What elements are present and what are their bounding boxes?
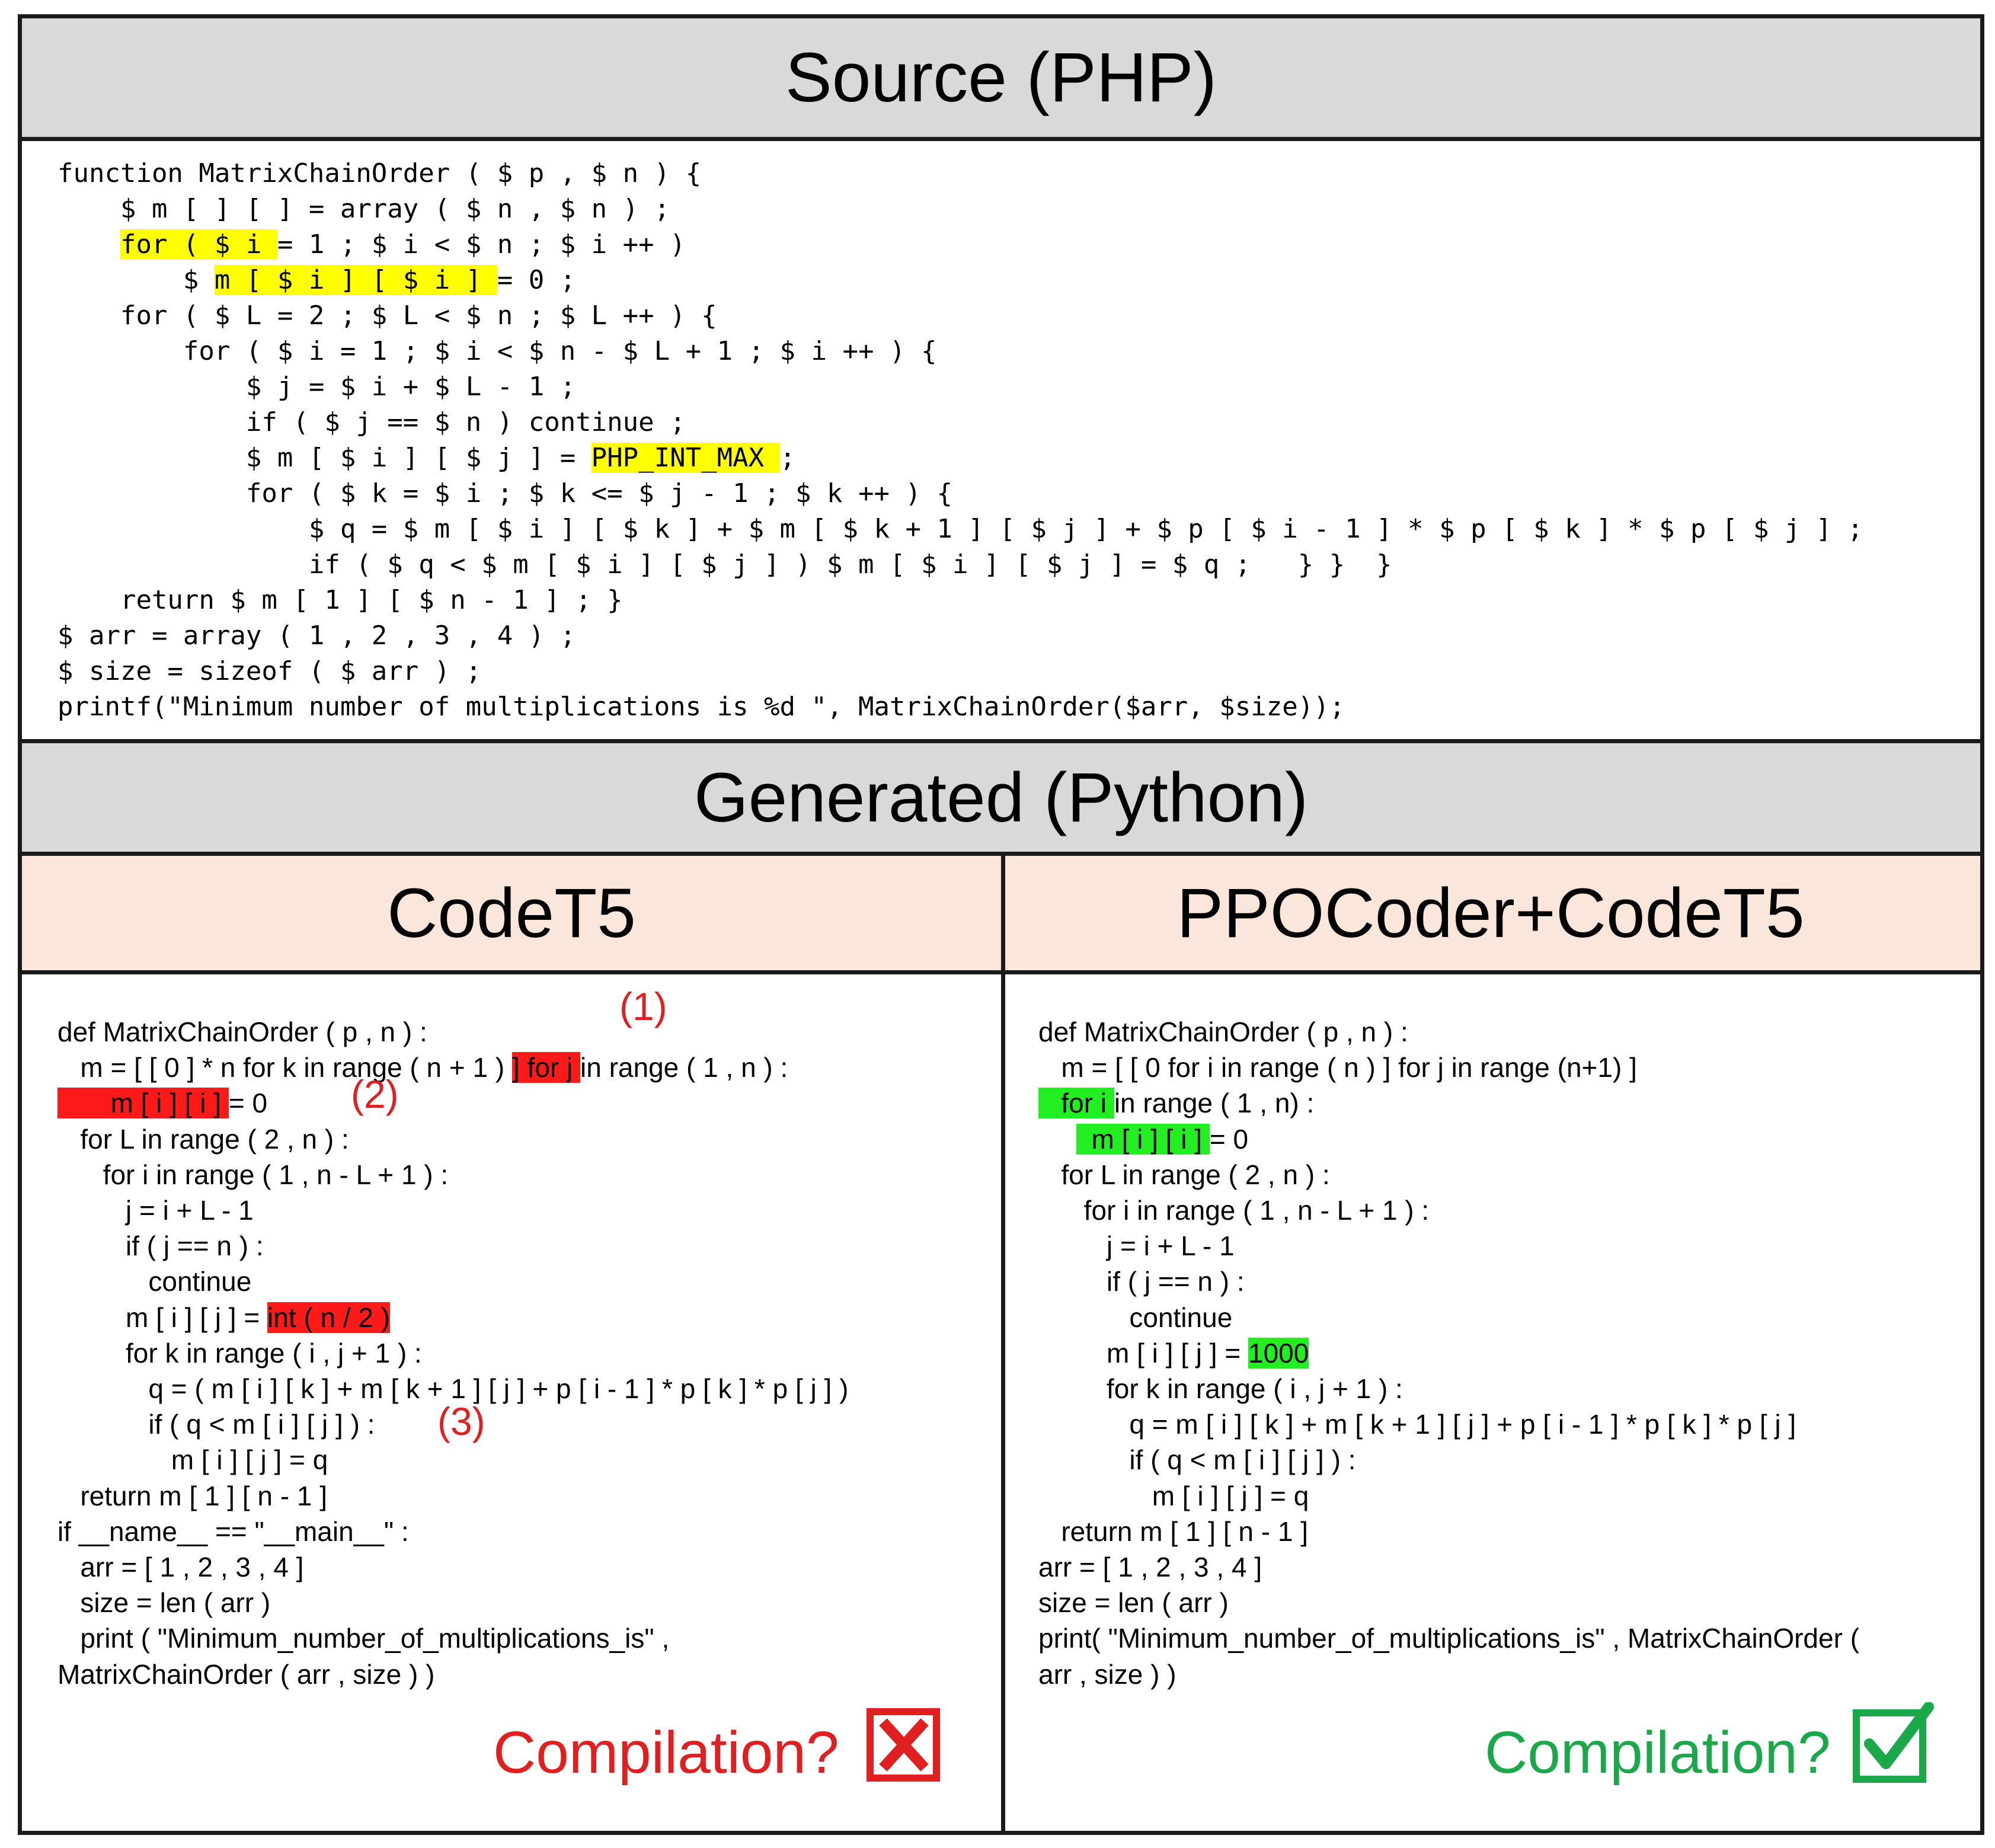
figure-frame: Source (PHP) function MatrixChainOrder (…	[18, 14, 1984, 1835]
php-line-3-rest: = 1 ; $ i < $ n ; $ i ++ )	[277, 229, 686, 260]
php-line-5: for ( $ L = 2 ; $ L < $ n ; $ L ++ ) {	[57, 300, 717, 331]
php-line-8: if ( $ j == $ n ) continue ;	[57, 407, 686, 437]
codet5-line-4: for L in range ( 2 , n ) :	[57, 1123, 349, 1155]
ppocoder-line-13: if ( q < m [ i ] [ j ] ) :	[1038, 1444, 1356, 1476]
ppocoder-line-6: for i in range ( 1 , n - L + 1 ) :	[1038, 1195, 1430, 1226]
php-highlight-int-max: PHP_INT_MAX	[591, 443, 780, 473]
codet5-line-19: MatrixChainOrder ( arr , size ) )	[57, 1658, 435, 1690]
ppocoder-line-16: arr = [ 1 , 2 , 3 , 4 ]	[1038, 1552, 1262, 1583]
ppocoder-line-3-rest: in range ( 1 , n) :	[1114, 1088, 1315, 1119]
codet5-line-18: print ( "Minimum_number_of_multiplicatio…	[57, 1623, 670, 1654]
php-line-9-rest: ;	[779, 443, 796, 473]
php-line-6: for ( $ i = 1 ; $ i < $ n - $ L + 1 ; $ …	[57, 336, 937, 366]
ppocoder-fix-highlight-1: for i	[1038, 1088, 1114, 1119]
ppocoder-line-9: continue	[1038, 1302, 1233, 1333]
ppocoder-code: def MatrixChainOrder ( p , n ) : m = [ […	[1038, 1014, 1859, 1692]
ppocoder-header: PPOCoder+CodeT5	[1001, 856, 1980, 974]
php-line-4-pre: $	[57, 265, 215, 295]
php-line-14: $ arr = array ( 1 , 2 , 3 , 4 ) ;	[57, 621, 576, 651]
codet5-line-2-rest: in range ( 1 , n ) :	[580, 1052, 788, 1083]
php-line-13: return $ m [ 1 ] [ $ n - 1 ] ; }	[57, 585, 623, 615]
ppocoder-line-10-pre: m [ i ] [ j ] =	[1038, 1337, 1249, 1369]
column-divider	[1001, 856, 1005, 1835]
php-line-1: function MatrixChainOrder ( $ p , $ n ) …	[57, 158, 702, 188]
ppocoder-fix-highlight-3: 1000	[1248, 1337, 1309, 1369]
codet5-compilation-label: Compilation?	[493, 1719, 839, 1786]
ppocoder-line-1: def MatrixChainOrder ( p , n ) :	[1038, 1016, 1408, 1047]
codet5-line-11: q = ( m [ i ] [ k ] + m [ k + 1 ] [ j ] …	[57, 1373, 849, 1405]
php-line-4-rest: = 0 ;	[497, 265, 576, 295]
php-highlight-for-loop: for ( $ i	[120, 229, 277, 260]
ppocoder-line-5: for L in range ( 2 , n ) :	[1038, 1159, 1330, 1190]
x-box-icon	[867, 1708, 940, 1782]
codet5-line-10: for k in range ( i , j + 1 ) :	[57, 1337, 422, 1369]
ppocoder-line-11: for k in range ( i , j + 1 ) :	[1038, 1373, 1403, 1405]
ppocoder-line-2: m = [ [ 0 for i in range ( n ) ] for j i…	[1038, 1052, 1637, 1083]
php-line-7: $ j = $ i + $ L - 1 ;	[57, 372, 576, 402]
codet5-line-16: arr = [ 1 , 2 , 3 , 4 ]	[57, 1552, 304, 1583]
ppocoder-line-15: return m [ 1 ] [ n - 1 ]	[1038, 1516, 1309, 1547]
codet5-error-highlight-3: int ( n / 2 )	[267, 1302, 391, 1333]
source-header: Source (PHP)	[22, 18, 1980, 141]
codet5-line-9-pre: m [ i ] [ j ] =	[57, 1302, 268, 1333]
codet5-line-7: if ( j == n ) :	[57, 1230, 264, 1262]
php-line-12: if ( $ q < $ m [ $ i ] [ $ j ] ) $ m [ $…	[57, 549, 1392, 580]
php-line-10: for ( $ k = $ i ; $ k <= $ j - 1 ; $ k +…	[57, 478, 952, 509]
php-line-11: $ q = $ m [ $ i ] [ $ k ] + $ m [ $ k + …	[57, 514, 1863, 544]
ppocoder-line-7: j = i + L - 1	[1038, 1230, 1235, 1262]
codet5-line-8: continue	[57, 1266, 252, 1297]
php-highlight-assignment: m [ $ i ] [ $ i ]	[214, 265, 497, 295]
codet5-error-highlight-2: m [ i ] [ i ]	[57, 1088, 229, 1119]
codet5-line-17: size = len ( arr )	[57, 1587, 271, 1619]
ppocoder-line-14: m [ i ] [ j ] = q	[1038, 1480, 1309, 1511]
codet5-line-14: return m [ 1 ] [ n - 1 ]	[57, 1480, 328, 1511]
error-marker-1: (1)	[619, 984, 667, 1028]
error-marker-3: (3)	[437, 1399, 485, 1443]
checkmark-box-icon	[1853, 1702, 1934, 1783]
codet5-header: CodeT5	[22, 856, 1001, 974]
codet5-line-15: if __name__ == "__main__" :	[57, 1516, 409, 1547]
generated-header: Generated (Python)	[22, 739, 1980, 856]
ppocoder-fix-highlight-2: m [ i ] [ i ]	[1076, 1123, 1210, 1155]
ppocoder-line-19: arr , size ) )	[1038, 1658, 1176, 1690]
codet5-error-highlight-1: ] for j	[512, 1052, 581, 1083]
codet5-line-6: j = i + L - 1	[57, 1195, 254, 1226]
codet5-line-13: m [ i ] [ j ] = q	[57, 1444, 328, 1476]
php-line-9-pre: $ m [ $ i ] [ $ j ] =	[57, 443, 592, 473]
ppocoder-line-12: q = m [ i ] [ k ] + m [ k + 1 ] [ j ] + …	[1038, 1409, 1796, 1440]
php-line-16: printf("Minimum number of multiplication…	[57, 692, 1345, 722]
codet5-line-1: def MatrixChainOrder ( p , n ) :	[57, 1016, 427, 1047]
ppocoder-compilation-label: Compilation?	[1485, 1719, 1831, 1786]
ppocoder-line-8: if ( j == n ) :	[1038, 1266, 1245, 1297]
php-line-2: $ m [ ] [ ] = array ( $ n , $ n ) ;	[57, 194, 670, 224]
codet5-line-5: for i in range ( 1 , n - L + 1 ) :	[57, 1159, 449, 1190]
ppocoder-line-17: size = len ( arr )	[1038, 1587, 1229, 1619]
ppocoder-line-4-rest: = 0	[1209, 1123, 1249, 1155]
php-line-15: $ size = sizeof ( $ arr ) ;	[57, 656, 482, 686]
codet5-line-12: if ( q < m [ i ] [ j ] ) :	[57, 1409, 375, 1440]
codet5-line-2-pre: m = [ [ 0 ] * n for k in range ( n + 1 )	[57, 1052, 512, 1083]
error-marker-2: (2)	[351, 1072, 399, 1116]
ppocoder-line-4-pre	[1038, 1124, 1076, 1155]
php-source-code: function MatrixChainOrder ( $ p , $ n ) …	[57, 156, 1863, 725]
codet5-code: def MatrixChainOrder ( p , n ) : m = [ […	[57, 1014, 848, 1692]
ppocoder-line-18: print( "Minimum_number_of_multiplication…	[1038, 1623, 1860, 1654]
codet5-line-3-rest: = 0	[228, 1088, 268, 1119]
